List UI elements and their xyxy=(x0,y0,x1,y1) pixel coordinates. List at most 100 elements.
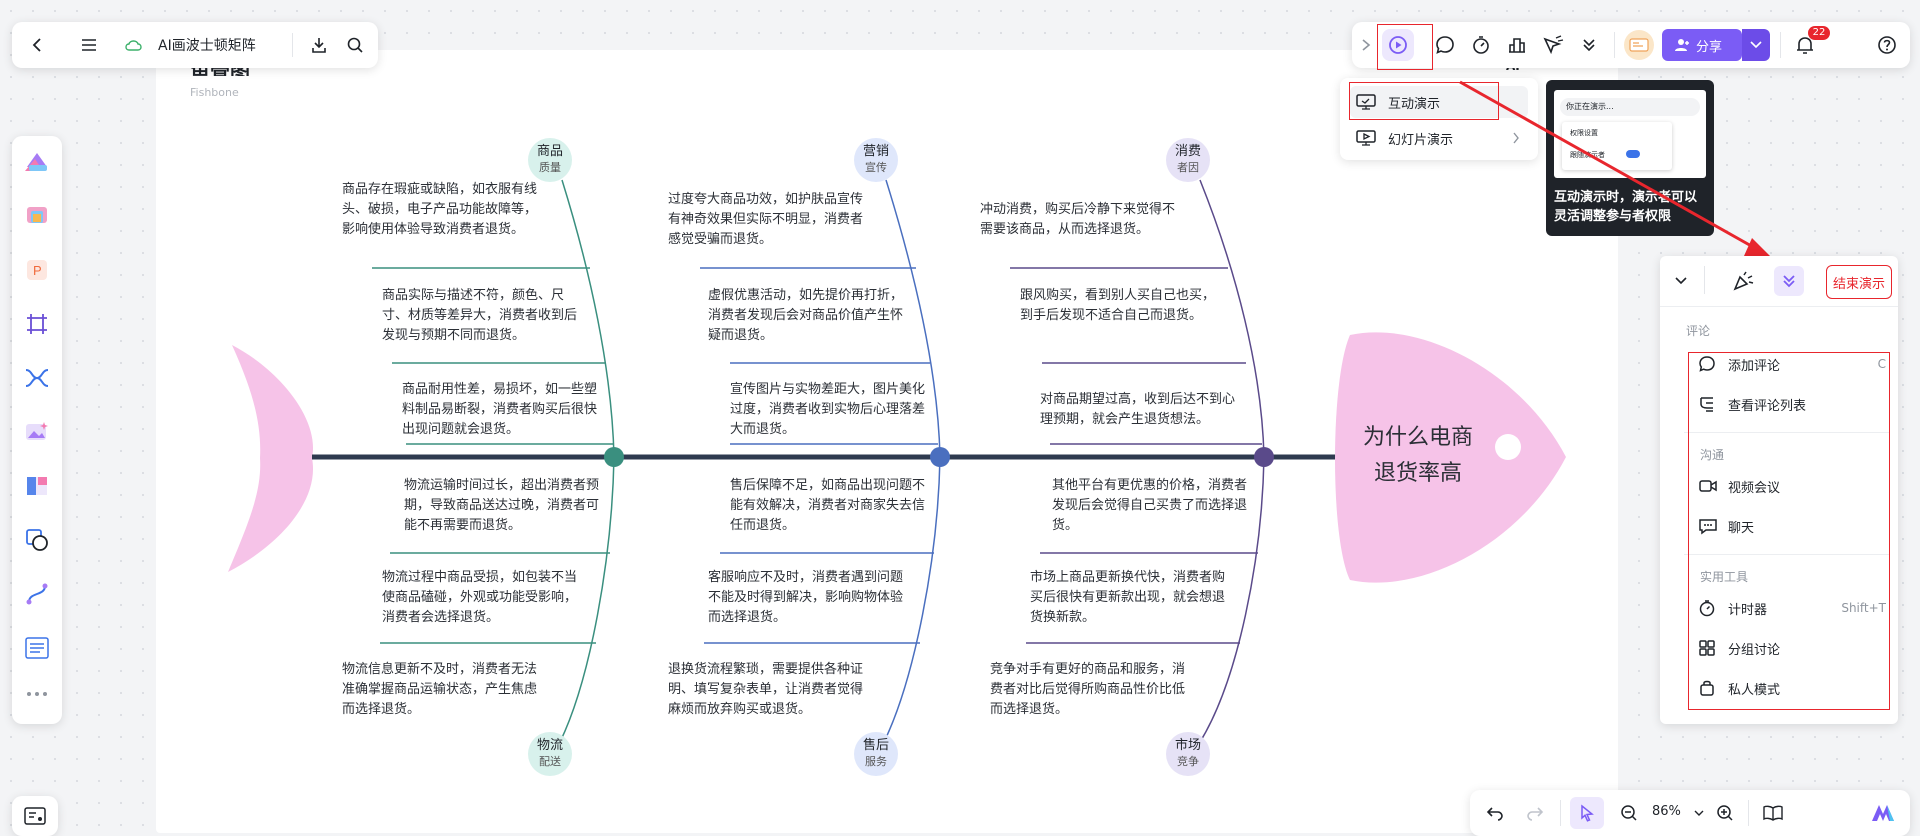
laser-pointer-button[interactable] xyxy=(1538,30,1568,60)
help-button[interactable] xyxy=(1872,30,1902,60)
zoom-dropdown-button[interactable] xyxy=(1692,804,1706,822)
comment-icon xyxy=(1699,356,1715,372)
more-toolbar-button[interactable] xyxy=(1574,30,1604,60)
menu-item-slide-present[interactable]: 幻灯片演示 xyxy=(1350,122,1528,154)
cause-text[interactable]: 物流信息更新不及时，消费者无法准确掌握商品运输状态，产生焦虑而选择退货。 xyxy=(342,662,538,717)
select-tool-button[interactable] xyxy=(1570,797,1604,829)
expand-panel-button[interactable] xyxy=(1774,266,1804,296)
menu-item-video-meeting[interactable]: 视频会议 xyxy=(1684,470,1890,502)
private-mode-label: 私人模式 xyxy=(1728,682,1781,698)
more-tools-button[interactable] xyxy=(21,682,53,706)
menu-item-add-comment[interactable]: 添加评论 C xyxy=(1684,348,1890,380)
category-label-c5[interactable]: 售后服务 xyxy=(854,732,898,776)
ai-cards-button[interactable] xyxy=(21,200,53,232)
laser-icon xyxy=(1543,35,1564,55)
cause-text[interactable]: 商品耐用性差，易损坏，如一些塑料制品易断裂，消费者购买后很快出现问题就会退货。 xyxy=(402,382,598,437)
menu-item-comment-list[interactable]: 查看评论列表 xyxy=(1684,388,1890,420)
cause-text[interactable]: 市场上商品更新换代快，消费者购买后很快有更新款出现，就会想退货换新款。 xyxy=(1030,570,1226,625)
divider xyxy=(1780,32,1781,58)
cause-text[interactable]: 商品存在瑕疵或缺陷，如衣服有线头、破损，电子产品功能故障等，影响使用体验导致消费… xyxy=(342,182,538,237)
download-icon xyxy=(312,38,326,53)
cause-text[interactable]: 物流运输时间过长，超出消费者预期，导致商品送达过晚，消费者可能不再需要而退货。 xyxy=(404,478,600,533)
minimap-button[interactable] xyxy=(20,802,50,830)
cause-text[interactable]: 宣传图片与实物差距大，图片美化过度，消费者收到实物后心理落差大而退货。 xyxy=(730,382,926,437)
celebrate-button[interactable] xyxy=(1728,266,1758,296)
video-meeting-label: 视频会议 xyxy=(1728,480,1781,496)
menu-item-chat[interactable]: 聊天 xyxy=(1684,510,1890,542)
bone-c1 xyxy=(561,179,615,458)
category-label-c2[interactable]: 营销宣传 xyxy=(854,138,898,182)
cause-text[interactable]: 客服响应不及时，消费者遇到问题不能及时得到解决，影响购物体验而选择退货。 xyxy=(708,570,904,625)
shape-button[interactable] xyxy=(21,524,53,556)
ai-assistant-button[interactable] xyxy=(1866,798,1900,828)
cause-text[interactable]: 对商品期望过高，收到后达不到心理预期，就会产生退货想法。 xyxy=(1040,392,1236,427)
add-comment-label: 添加评论 xyxy=(1728,358,1781,374)
notifications-button[interactable] xyxy=(1790,30,1820,60)
cause-text[interactable]: 竞争对手有更好的商品和服务，消费者对比后觉得所购商品性价比低而选择退货。 xyxy=(990,662,1186,717)
search-button[interactable] xyxy=(340,30,370,60)
ai-templates-button[interactable] xyxy=(21,146,53,178)
timer-icon xyxy=(1699,600,1715,617)
slideshow-icon xyxy=(1356,130,1376,146)
menu-button[interactable] xyxy=(74,30,104,60)
vote-button[interactable] xyxy=(1502,30,1532,60)
ai-templates-icon xyxy=(25,153,47,171)
cause-text[interactable]: 物流过程中商品受损，如包装不当使商品磕碰，外观或功能受影响，消费者会选择退货。 xyxy=(382,570,578,625)
bone-c5 xyxy=(883,456,941,743)
frame-button[interactable] xyxy=(21,308,53,340)
zoom-out-button[interactable] xyxy=(1614,798,1644,828)
undo-button[interactable] xyxy=(1480,798,1510,828)
comment-button[interactable] xyxy=(1430,30,1460,60)
highlight-present-button xyxy=(1377,24,1433,70)
menu-item-private-mode[interactable]: 私人模式 xyxy=(1684,672,1890,704)
menu-item-timer[interactable]: 计时器 Shift+T xyxy=(1684,592,1890,624)
zoom-out-icon xyxy=(1621,805,1637,821)
menu-item-group-discussion[interactable]: 分组讨论 xyxy=(1684,632,1890,664)
doc-title[interactable]: AI画波士顿矩阵 xyxy=(158,38,256,54)
zoom-in-button[interactable] xyxy=(1710,798,1740,828)
bone-c6 xyxy=(1199,456,1265,743)
cause-text[interactable]: 售后保障不足，如商品出现问题不能有效解决，消费者对商家失去信任而退货。 xyxy=(730,478,926,533)
cursor-arrow-icon xyxy=(1581,804,1594,822)
feature-tooltip: 你正在演示... 权限设置 跟随演示者 互动演示时，演示者可以灵活调整参与者权限 xyxy=(1546,80,1714,236)
collapse-toolbar-button[interactable] xyxy=(1358,34,1374,56)
section-tools: 实用工具 xyxy=(1700,570,1749,584)
zoom-level[interactable]: 86% xyxy=(1652,804,1681,819)
cause-text[interactable]: 商品实际与描述不符，颜色、尺寸、材质等差异大，消费者收到后发现与预期不同而退货。 xyxy=(382,288,578,343)
connector-button[interactable] xyxy=(21,578,53,610)
cause-text[interactable]: 跟风购买，看到别人买自己也买，到手后发现不适合自己而退货。 xyxy=(1020,288,1216,323)
share-button[interactable]: 分享 xyxy=(1662,29,1742,61)
back-button[interactable] xyxy=(22,30,52,60)
category-label-c1[interactable]: 商品质量 xyxy=(528,138,572,182)
fish-head xyxy=(1335,332,1566,583)
cause-text[interactable]: 虚假优惠活动，如先提价再打折，消费者发现后会对商品价值产生怀疑而退货。 xyxy=(708,288,904,343)
category-label-c6[interactable]: 市场竞争 xyxy=(1166,732,1210,776)
collapse-panel-button[interactable] xyxy=(1668,268,1694,294)
mindmap-button[interactable] xyxy=(21,362,53,394)
cause-text[interactable]: 其他平台有更优惠的价格，消费者发现后会觉得自己买贵了而选择退货。 xyxy=(1052,478,1248,533)
avatar[interactable] xyxy=(1624,30,1654,60)
preview-present-bar: 你正在演示... xyxy=(1560,98,1700,116)
cause-text[interactable]: 过度夸大商品功效，如护肤品宣传有神奇效果但实际不明显，消费者感觉受骗而退货。 xyxy=(668,192,864,247)
group-discussion-label: 分组讨论 xyxy=(1728,642,1781,658)
text-list-button[interactable] xyxy=(21,632,53,664)
more-dots-icon xyxy=(27,692,47,696)
category-label-c3[interactable]: 消费者因 xyxy=(1166,138,1210,182)
ai-image-button[interactable] xyxy=(21,416,53,448)
category-label-c4[interactable]: 物流配送 xyxy=(528,732,572,776)
present-button[interactable] xyxy=(1382,29,1414,61)
guide-book-button[interactable] xyxy=(1758,798,1788,828)
cause-text[interactable]: 退换货流程繁琐，需要提供各种证明、填写复杂表单，让消费者觉得麻烦而放弃购买或退货… xyxy=(668,662,864,717)
cause-text[interactable]: 冲动消费，购买后冷静下来觉得不需要该商品，从而选择退货。 xyxy=(980,202,1176,237)
chat-label: 聊天 xyxy=(1728,520,1755,536)
share-dropdown-button[interactable] xyxy=(1742,29,1770,61)
download-button[interactable] xyxy=(304,30,334,60)
comment-list-label: 查看评论列表 xyxy=(1728,398,1807,414)
chevron-right-icon xyxy=(1362,39,1371,51)
ai-image-icon xyxy=(26,422,48,440)
redo-button[interactable] xyxy=(1520,798,1550,828)
ppt-button[interactable]: P xyxy=(21,254,53,286)
timer-toolbar-button[interactable] xyxy=(1466,30,1496,60)
sticky-button[interactable] xyxy=(21,470,53,502)
end-presentation-button[interactable]: 结束演示 xyxy=(1826,265,1892,299)
